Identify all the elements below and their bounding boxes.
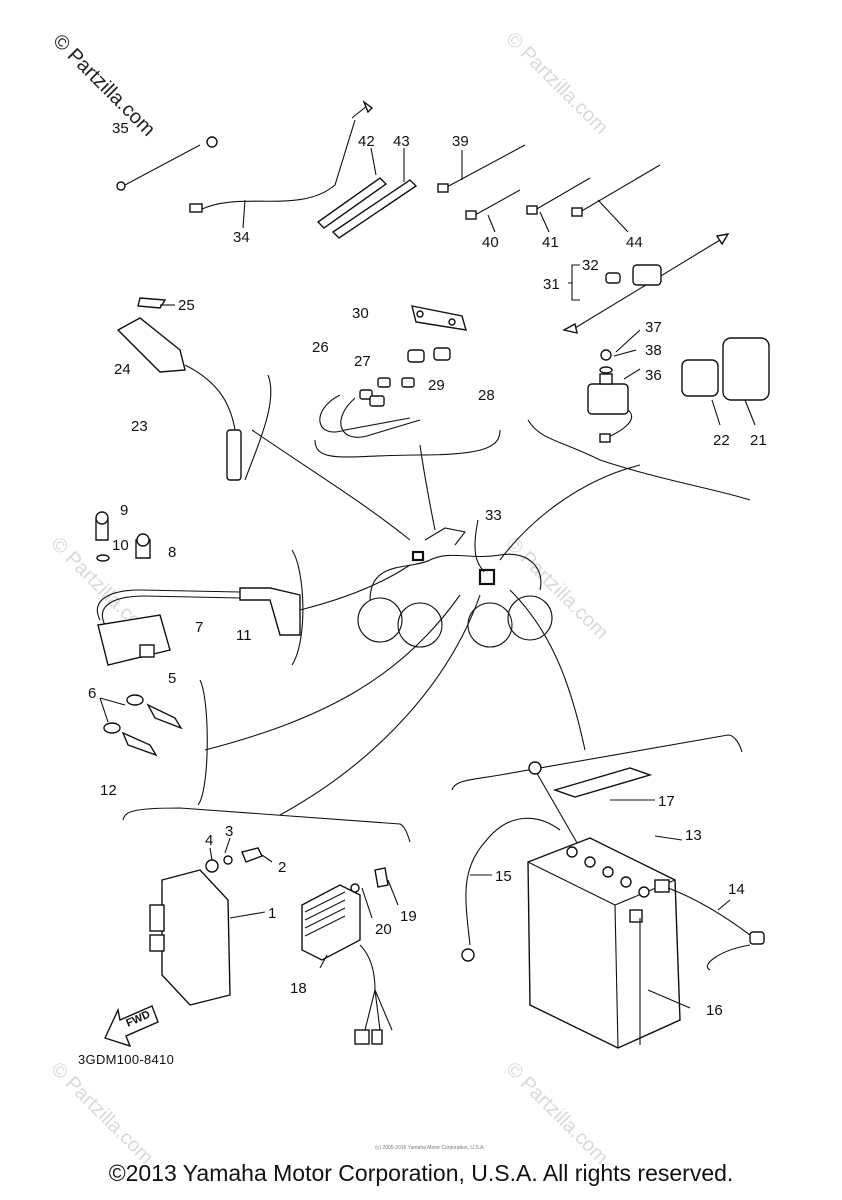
- watermark-tile: © Partzilla.com: [501, 1058, 612, 1169]
- callout-3: 3: [225, 823, 233, 840]
- callout-42: 42: [358, 133, 375, 150]
- fwd-arrow: FWD: [104, 1005, 159, 1048]
- callout-19: 19: [400, 908, 417, 925]
- callout-25: 25: [178, 297, 195, 314]
- callout-35: 35: [112, 120, 129, 137]
- spark-plug-group: [99, 679, 208, 806]
- callout-36: 36: [645, 367, 662, 384]
- callout-4: 4: [205, 832, 213, 849]
- callout-15: 15: [495, 868, 512, 885]
- starter-relay-group: [527, 329, 770, 501]
- callout-29: 29: [428, 377, 445, 394]
- callout-12: 12: [100, 782, 117, 799]
- atv-silhouette: [357, 519, 553, 648]
- callout-21: 21: [750, 432, 767, 449]
- callout-11: 11: [236, 627, 252, 644]
- callout-10: 10: [112, 537, 129, 554]
- ignition-coil-group: [95, 511, 304, 666]
- callout-8: 8: [168, 544, 176, 561]
- callout-40: 40: [482, 234, 499, 251]
- callout-26: 26: [312, 339, 329, 356]
- relay-group: [562, 233, 730, 334]
- callout-labels: 1 2 3 4 5 6 7 8 9 10 11 12 13 14 15 16 1…: [88, 120, 767, 1019]
- callout-44: 44: [626, 234, 643, 251]
- callout-28: 28: [478, 387, 495, 404]
- cdi-group: [122, 807, 411, 1006]
- callout-17: 17: [658, 793, 675, 810]
- callout-18: 18: [290, 980, 307, 997]
- callout-7: 7: [195, 619, 203, 636]
- callout-20: 20: [375, 921, 392, 938]
- callout-6: 6: [88, 685, 96, 702]
- callout-39: 39: [452, 133, 469, 150]
- fine-print: (c) 2005-2016 Yamaha Motor Corporation, …: [375, 1145, 485, 1151]
- callout-22: 22: [713, 432, 730, 449]
- cable-ties-group: [116, 99, 661, 239]
- callout-32: 32: [582, 257, 599, 274]
- callout-31: 31: [543, 276, 560, 293]
- watermark-tile: © Partzilla.com: [501, 533, 612, 644]
- callout-2: 2: [278, 859, 286, 876]
- callout-41: 41: [542, 234, 559, 251]
- callout-34: 34: [233, 229, 250, 246]
- diagram-code: 3GDM100-8410: [78, 1052, 175, 1067]
- callout-30: 30: [352, 305, 369, 322]
- callout-43: 43: [393, 133, 410, 150]
- callout-23: 23: [131, 418, 148, 435]
- switch-group: [116, 297, 272, 481]
- callout-5: 5: [168, 670, 176, 687]
- watermark-tile: © Partzilla.com: [501, 28, 612, 139]
- watermark-main: © Partzilla.com: [48, 30, 159, 141]
- harness-group: [314, 305, 501, 458]
- callout-16: 16: [706, 1002, 723, 1019]
- copyright-notice: ©2013 Yamaha Motor Corporation, U.S.A. A…: [108, 1160, 734, 1186]
- callout-1: 1: [268, 905, 276, 922]
- callout-24: 24: [114, 361, 131, 378]
- watermark-tile: © Partzilla.com: [46, 1058, 157, 1169]
- leader-lines: [204, 429, 641, 816]
- callout-37: 37: [645, 319, 662, 336]
- battery-group: [451, 734, 765, 1049]
- callout-14: 14: [728, 881, 745, 898]
- regulator-group: [301, 867, 399, 1045]
- callout-27: 27: [354, 353, 371, 370]
- callout-33: 33: [485, 507, 502, 524]
- callout-9: 9: [120, 502, 128, 519]
- callout-38: 38: [645, 342, 662, 359]
- watermark-layer: © Partzilla.com © Partzilla.com © Partzi…: [46, 28, 612, 1169]
- callout-13: 13: [685, 827, 702, 844]
